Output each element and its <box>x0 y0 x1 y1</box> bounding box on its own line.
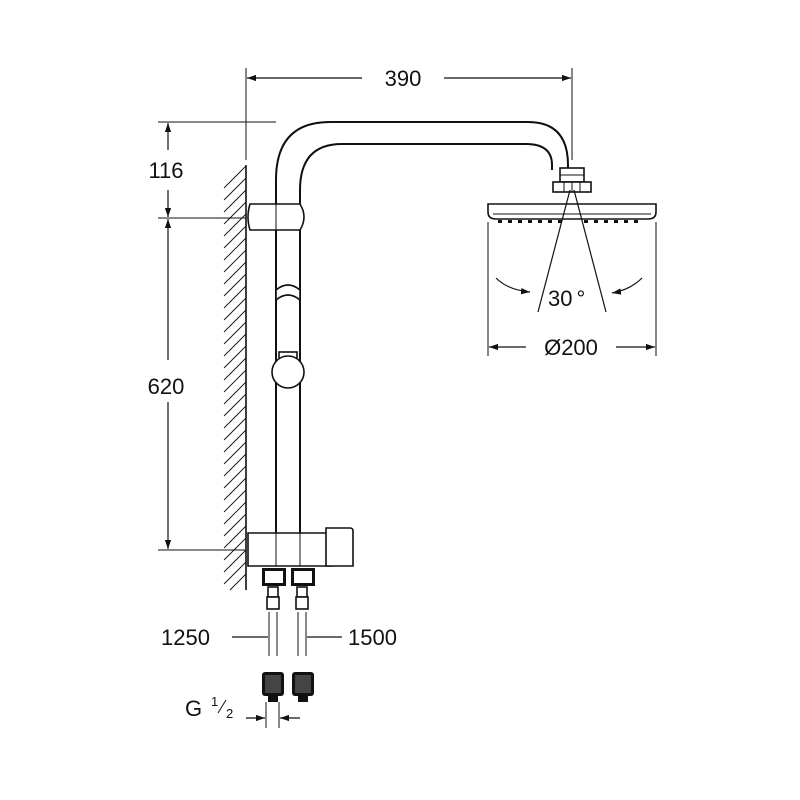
hose-length-callouts: 1250 1500 <box>161 625 397 650</box>
wall-hatching <box>223 165 247 591</box>
spray-angle-label: 30° <box>548 286 585 311</box>
riser-pipe-and-arm <box>275 121 569 536</box>
hose-left-label: 1250 <box>161 625 210 650</box>
thread-denominator: 2 <box>226 706 233 721</box>
thread-numerator: 1 <box>211 694 218 709</box>
head-diameter-label: Ø200 <box>544 335 598 360</box>
thread-dimension: G 1 2 <box>185 694 300 728</box>
head-diameter-dimension: Ø200 <box>487 222 657 360</box>
wall <box>223 165 247 591</box>
head-swivel-joint <box>552 167 592 193</box>
shower-head <box>487 203 657 223</box>
height-dimensions: 116 620 <box>148 121 276 551</box>
wall-bracket <box>247 203 305 231</box>
height-bar-label: 620 <box>148 374 185 399</box>
arm-width-dimension: 390 <box>245 66 573 160</box>
mixer-body <box>247 527 354 567</box>
hose-right-label: 1500 <box>348 625 397 650</box>
arm-width-label: 390 <box>385 66 422 91</box>
connection-nuts <box>262 568 315 586</box>
height-top-label: 116 <box>148 158 183 183</box>
spray-angle-dimension: 30° <box>495 189 643 313</box>
slider-holder <box>271 351 305 389</box>
spray-nozzles <box>498 220 638 223</box>
flexible-hoses <box>262 586 314 702</box>
thread-prefix: G <box>185 696 202 721</box>
